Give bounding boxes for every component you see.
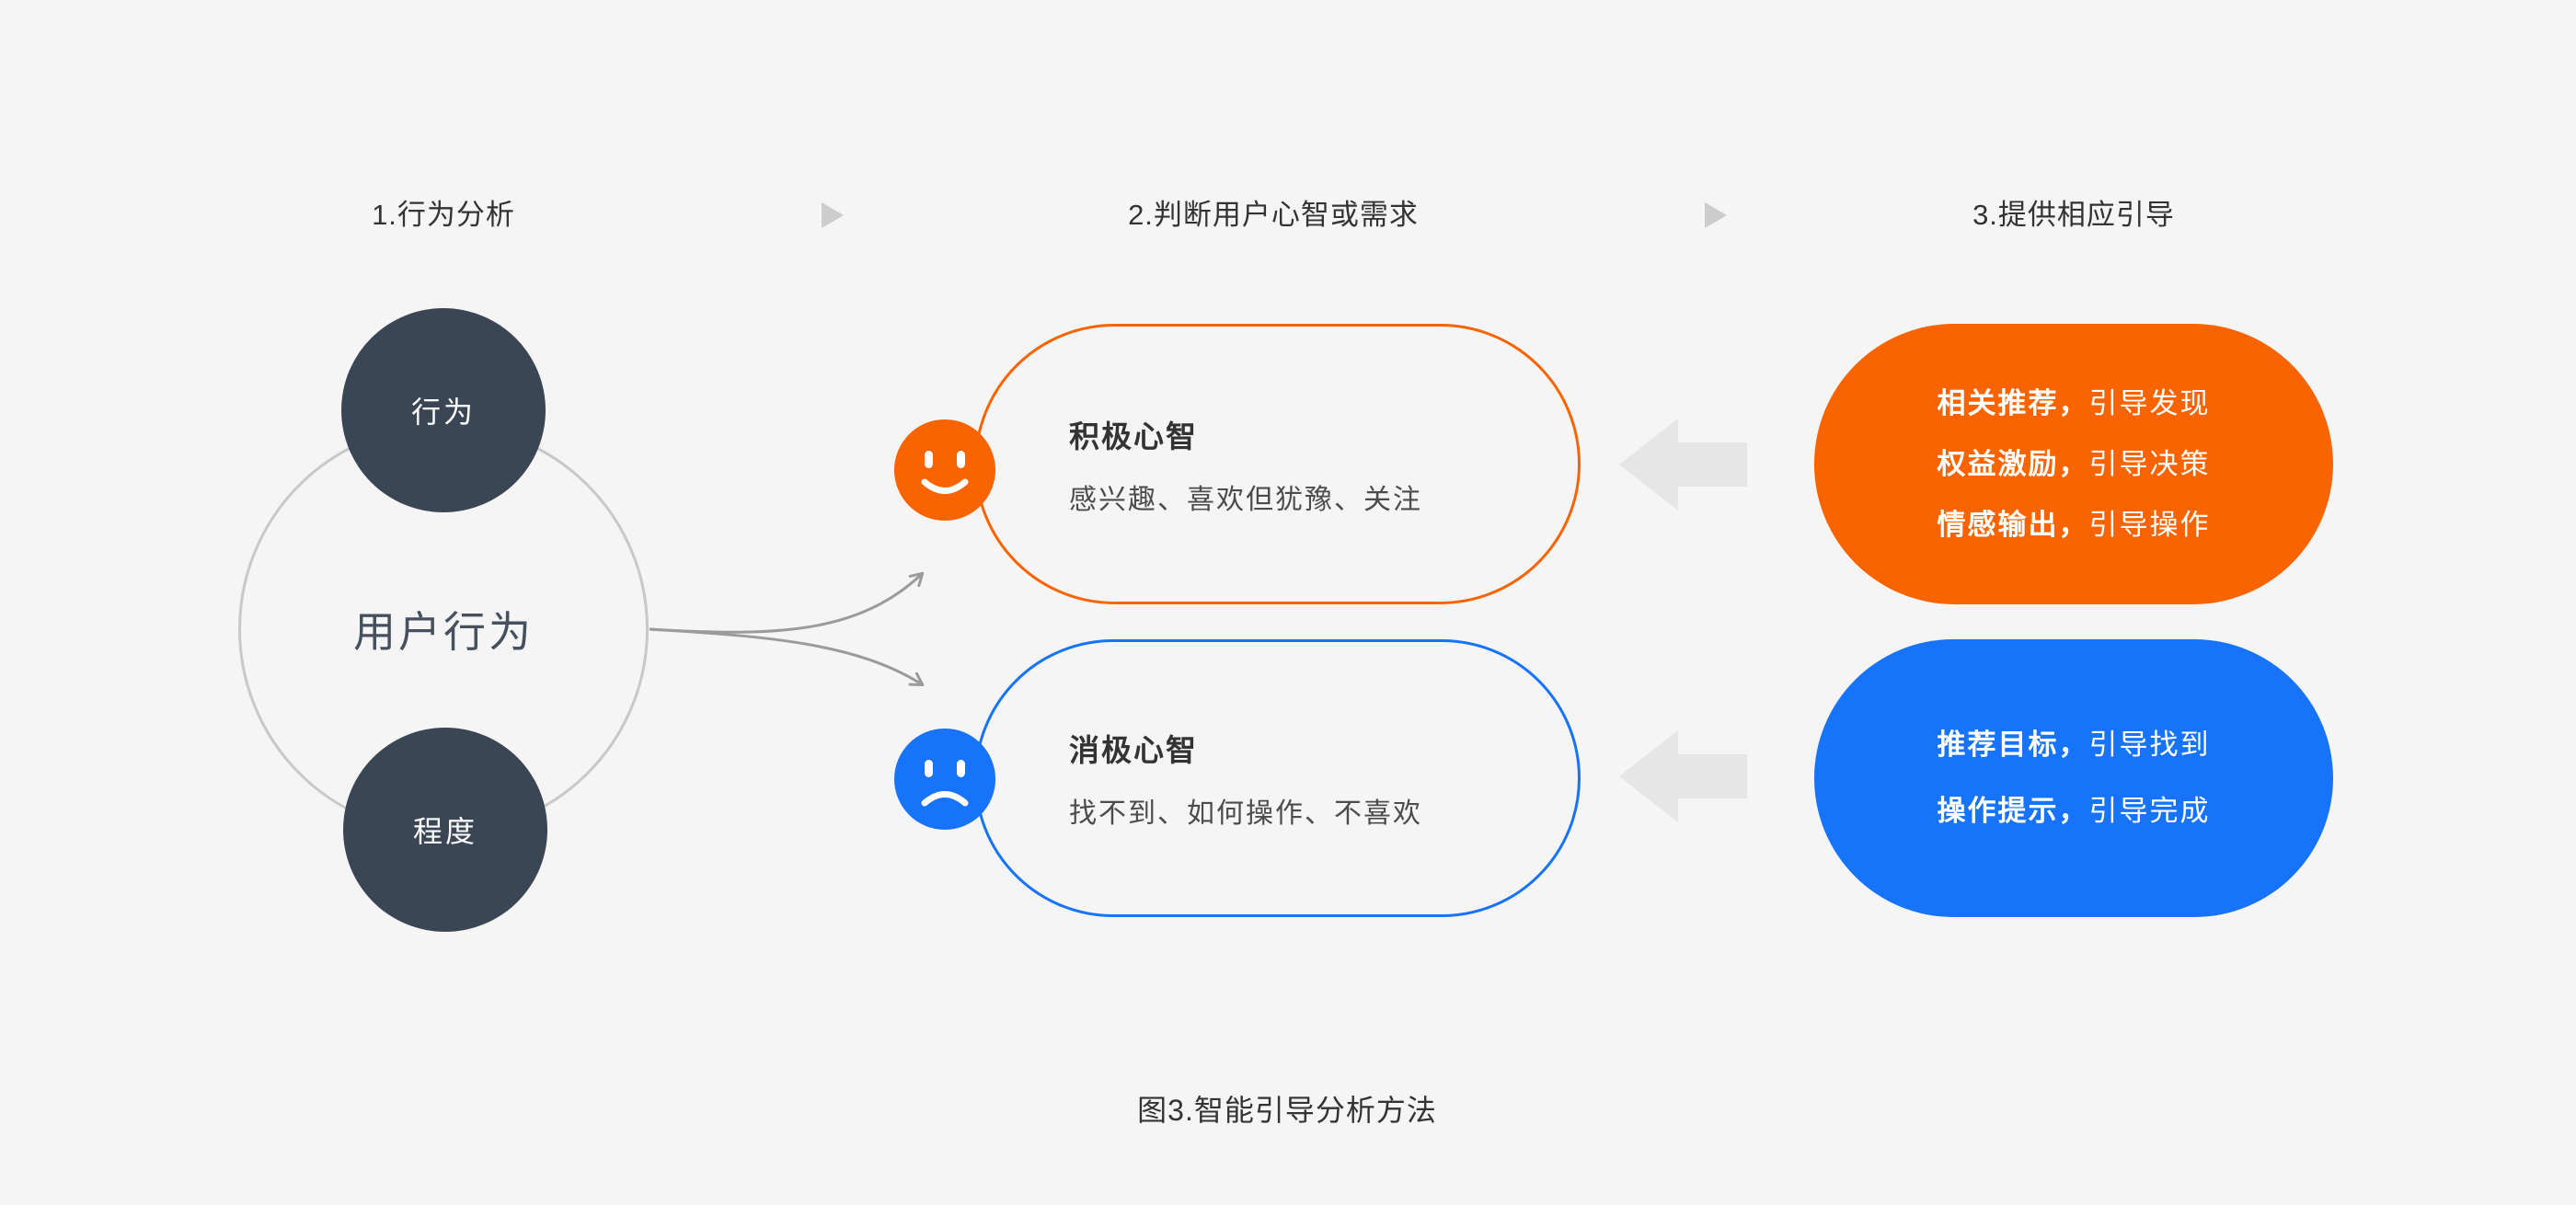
left-block-arrow-icon: [1619, 419, 1747, 511]
user-behavior-label: 用户行为: [353, 608, 534, 656]
guidance-line-rest: 引导找到: [2088, 729, 2211, 761]
positive-mindset-card: 积极心智 感兴趣、喜欢但犹豫、关注: [974, 324, 1581, 604]
behavior-node: 行为: [341, 308, 546, 512]
guidance-line-bold: 推荐目标，: [1937, 729, 2089, 761]
sad-icon: [894, 729, 995, 830]
guidance-line: 情感输出，引导操作: [1938, 509, 2211, 542]
negative-mindset-title: 消极心智: [1069, 733, 1198, 767]
guidance-line: 操作提示，引导完成: [1938, 795, 2211, 828]
negative-guidance-card: 推荐目标，引导找到 操作提示，引导完成: [1814, 639, 2333, 917]
guidance-line-rest: 引导完成: [2088, 795, 2211, 827]
positive-guidance-card: 相关推荐，引导发现 权益激励，引导决策 情感输出，引导操作: [1814, 324, 2333, 604]
negative-mindset-desc: 找不到、如何操作、不喜欢: [1069, 798, 1422, 829]
step-label-judge-mindset: 2.判断用户心智或需求: [1128, 199, 1419, 231]
step-label-behavior-analysis: 1.行为分析: [372, 199, 515, 231]
positive-mindset-desc: 感兴趣、喜欢但犹豫、关注: [1069, 484, 1422, 515]
guidance-line-bold: 权益激励，: [1937, 447, 2089, 480]
positive-mindset-title: 积极心智: [1069, 419, 1198, 453]
guidance-line: 权益激励，引导决策: [1938, 448, 2211, 481]
connector-to-positive: [649, 571, 925, 634]
guidance-line-rest: 引导发现: [2088, 386, 2211, 419]
step-arrow-right-icon: [1705, 202, 1727, 228]
negative-mindset-card: 消极心智 找不到、如何操作、不喜欢: [974, 639, 1581, 917]
guidance-line: 相关推荐，引导发现: [1938, 387, 2211, 420]
connector-to-negative: [649, 627, 925, 687]
step-arrow-right-icon: [822, 202, 844, 228]
guidance-line-bold: 情感输出，: [1937, 508, 2089, 541]
left-block-arrow-icon: [1619, 730, 1747, 822]
figure-caption: 图3.智能引导分析方法: [1137, 1094, 1437, 1127]
guidance-line-bold: 相关推荐，: [1937, 386, 2089, 419]
degree-node: 程度: [343, 728, 547, 932]
smile-icon: [894, 419, 995, 521]
guidance-line: 推荐目标，引导找到: [1938, 729, 2211, 762]
guidance-line-rest: 引导操作: [2088, 508, 2211, 541]
guidance-line-rest: 引导决策: [2088, 447, 2211, 480]
step-label-provide-guidance: 3.提供相应引导: [1972, 199, 2175, 231]
guidance-line-bold: 操作提示，: [1937, 795, 2089, 827]
